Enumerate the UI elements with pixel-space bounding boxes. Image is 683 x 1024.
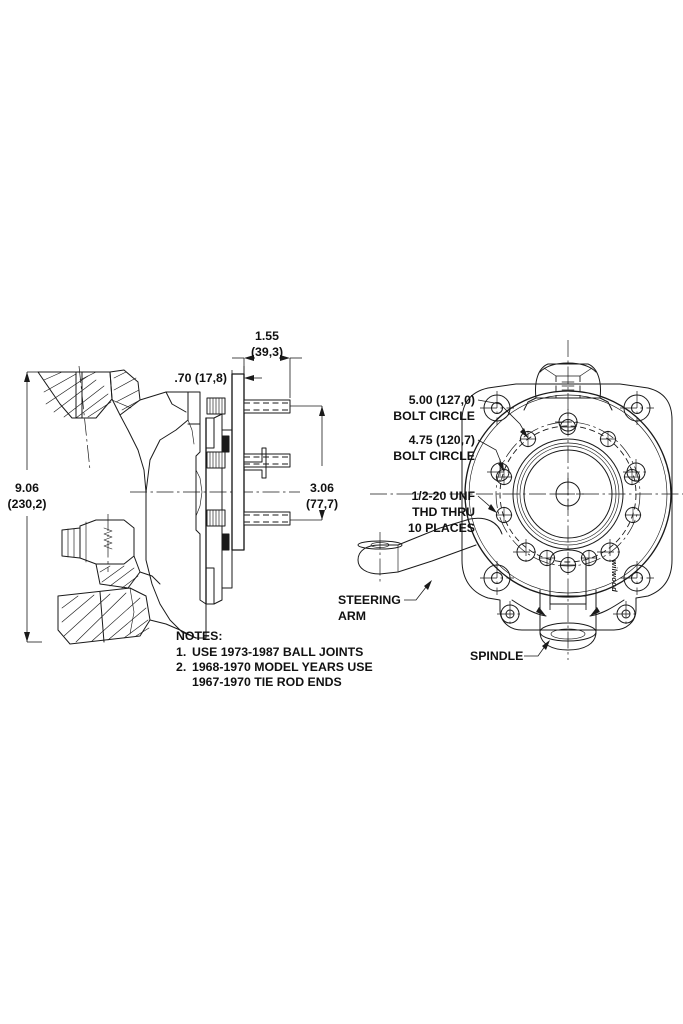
steering-arm-part [357, 517, 503, 582]
knurl-upper [209, 397, 223, 415]
dimension-stud-spacing: 3.06 (77,7) [290, 405, 338, 521]
dimension-stud-projection: 1.55 (39,3) [232, 329, 302, 398]
thd-hole-1 [599, 430, 617, 448]
dimension-overall-height: 9.06 (230,2) [8, 371, 47, 643]
thd-hole-2 [624, 506, 642, 524]
wilwood-logo: wilwood [610, 560, 619, 592]
mounting-boss-lower-right [613, 601, 639, 627]
knurl-lower [209, 509, 223, 527]
callout-thd-line3: 10 PLACES [408, 521, 475, 535]
notes-block: NOTES: 1. USE 1973-1987 BALL JOINTS 2. 1… [176, 629, 373, 689]
section-hatch-lower-joint [99, 565, 139, 589]
spindle-part [511, 549, 625, 651]
pad-upper [221, 435, 230, 453]
dim-9-06-metric: (230,2) [8, 497, 47, 511]
section-hatch-lower [61, 592, 150, 643]
callout-475-line1: 4.75 (120,7) [409, 433, 475, 447]
dim-070-value: .70 (17,8) [174, 371, 227, 385]
lower-ball-joint-assembly [61, 514, 161, 589]
upper-ball-joint-section [37, 365, 141, 471]
lower-knuckle-section [57, 587, 197, 645]
wheel-studs-group [206, 397, 291, 527]
callout-steering-line2: ARM [338, 609, 366, 623]
boss-thread-marks [561, 381, 575, 391]
rotor-disc [464, 390, 672, 598]
callout-spindle-line1: SPINDLE [470, 649, 523, 663]
dim-9-06-value: 9.06 [15, 481, 39, 495]
thread-detail [103, 527, 113, 550]
left-side-section-view: 9.06 (230,2) .70 (17,8) 1.55 (39,3) [8, 329, 338, 645]
upper-ball-joint-boss-front [523, 362, 613, 411]
upper-knuckle-arm [119, 391, 201, 493]
note-1-number: 1. [176, 645, 186, 659]
mounting-boss-lower-left [497, 601, 523, 627]
callout-500-line2: BOLT CIRCLE [393, 409, 475, 423]
callout-475-line2: BOLT CIRCLE [393, 449, 475, 463]
section-hatch-upper [43, 371, 141, 419]
thd-hole-3 [623, 468, 641, 486]
callout-thd-line1: 1/2-20 UNF [411, 489, 475, 503]
callout-thd-line2: THD THRU [412, 505, 475, 519]
note-1-text: USE 1973-1987 BALL JOINTS [192, 645, 363, 659]
note-2-number: 2. [176, 660, 186, 674]
note-2-text: 1968-1970 MODEL YEARS USE [192, 660, 373, 674]
thd-hole-8 [519, 430, 537, 448]
callout-steering-line1: STEERING [338, 593, 401, 607]
dim-155-value: 1.55 [255, 329, 279, 343]
notes-heading: NOTES: [176, 629, 222, 643]
callout-bolt-circle-500: 5.00 (127,0) BOLT CIRCLE [393, 393, 529, 439]
note-2-continuation: 1967-1970 TIE ROD ENDS [192, 675, 342, 689]
callout-500-line1: 5.00 (127,0) [409, 393, 475, 407]
thd-hole-7 [495, 468, 513, 486]
hub-bore-rings [512, 438, 624, 550]
wheel-stud-lower [206, 509, 291, 527]
wheel-stud-upper [206, 397, 291, 415]
mounting-boss-bottom-right [620, 561, 654, 595]
mounting-boss-top-left [480, 391, 514, 425]
right-front-face-view: wilwood 5.00 (127,0) BOLT CIRCLE 4.75 (1… [338, 340, 683, 663]
knurl-middle [209, 451, 223, 469]
hub-flange-plate [231, 373, 245, 551]
dimension-flange-thickness: .70 (17,8) [174, 366, 262, 385]
bolt-circle-4-75 [495, 418, 642, 574]
callout-bolt-circle-475: 4.75 (120,7) BOLT CIRCLE [393, 433, 505, 472]
thd-hole-6 [495, 506, 513, 524]
thd-hole-5 [538, 549, 556, 567]
wheel-stud-middle [206, 451, 291, 469]
callout-thread-spec: 1/2-20 UNF THD THRU 10 PLACES [408, 489, 497, 535]
knuckle-body-outline [461, 383, 673, 631]
pad-lower [221, 533, 230, 551]
dim-306-metric: (77,7) [306, 497, 338, 511]
thd-hole-4 [580, 549, 598, 567]
dim-306-value: 3.06 [310, 481, 334, 495]
callout-steering-arm: STEERING ARM [338, 580, 432, 623]
thd-hole-10 [559, 418, 577, 436]
thd-hole-9 [559, 556, 577, 574]
callout-spindle: SPINDLE [470, 640, 550, 663]
dim-155-metric: (39,3) [251, 345, 283, 359]
